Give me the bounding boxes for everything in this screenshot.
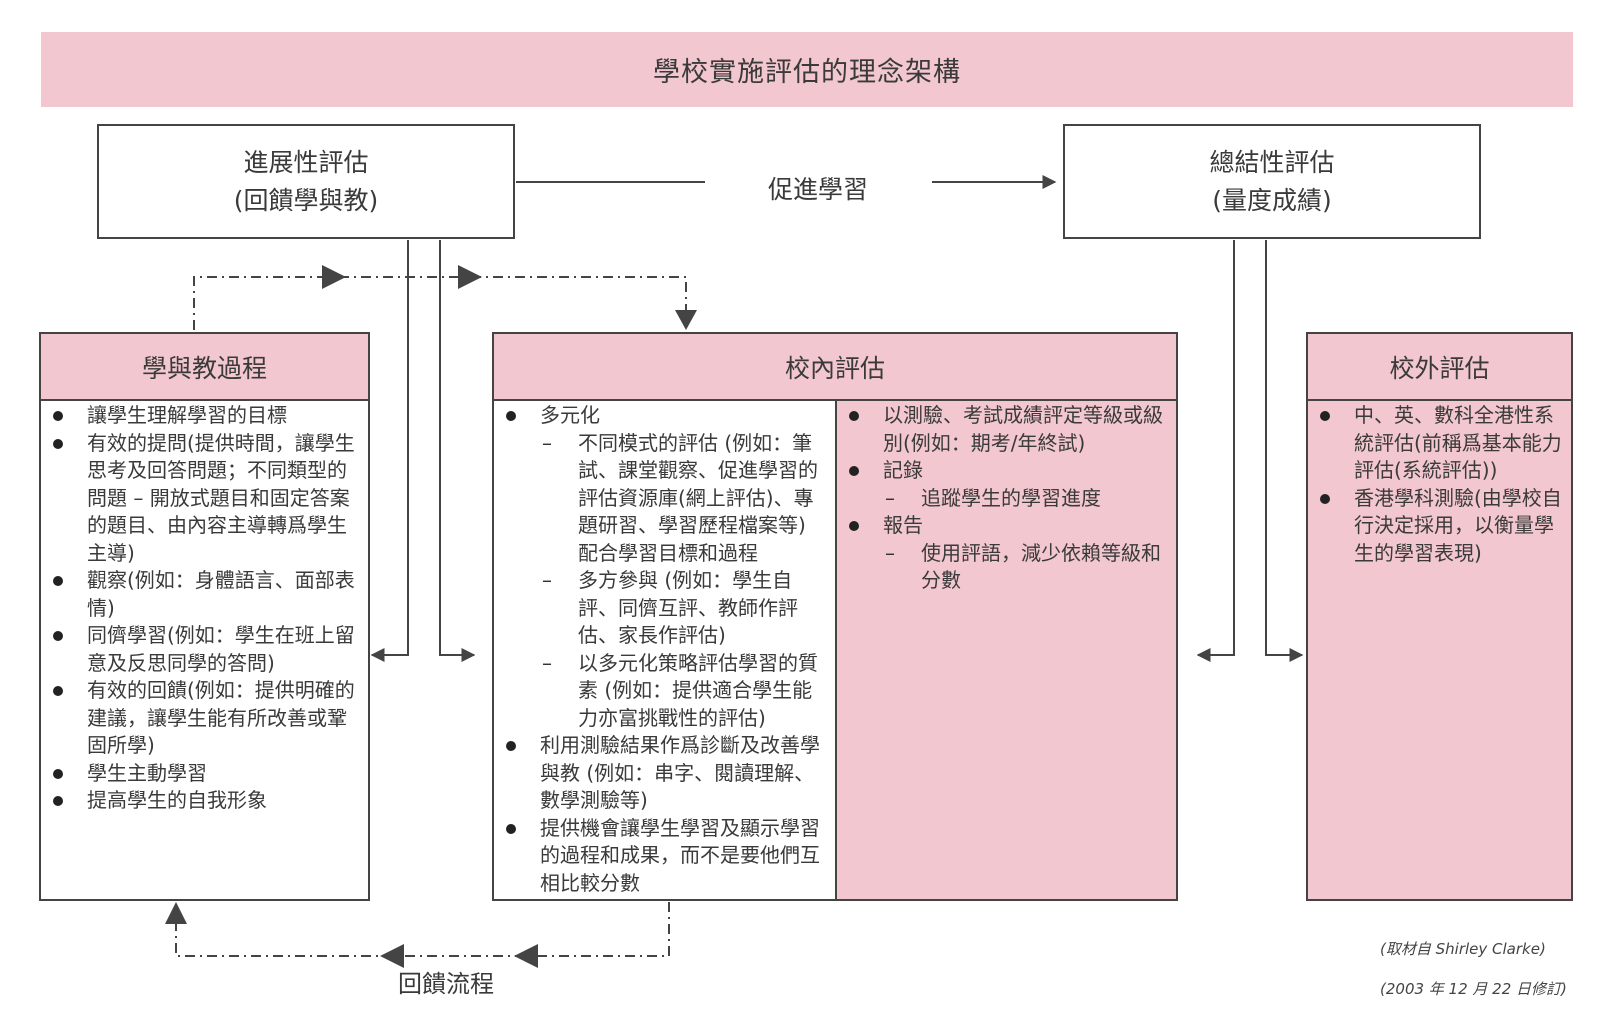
list-item: 同儕學習(例如：學生在班上留意及反思同學的答問) — [41, 622, 366, 677]
internal-formative-list: 多元化 不同模式的評估 (例如：筆試、課堂觀察、促進學習的評估資源庫(網上評估)… — [494, 402, 830, 897]
list-item: 有效的提問(提供時間，讓學生思考及回答問題；不同類型的問題 – 開放式題目和固定… — [41, 430, 366, 568]
feedback-dashdot-loop — [175, 902, 670, 957]
list-item: 報告 使用評語，減少依賴等級和分數 — [837, 512, 1173, 595]
list-item: 讓學生理解學習的目標 — [41, 402, 366, 430]
internal-assessment-panel: 校內評估 多元化 不同模式的評估 (例如：筆試、課堂觀察、促進學習的評估資源庫(… — [492, 332, 1178, 901]
list-item: 以測驗、考試成績評定等級或級別(例如：期考/年終試) — [837, 402, 1173, 457]
learning-teaching-panel: 學與教過程 讓學生理解學習的目標 有效的提問(提供時間，讓學生思考及回答問題；不… — [39, 332, 370, 901]
sub-item: 追蹤學生的學習進度 — [883, 485, 1173, 513]
list-item: 利用測驗結果作爲診斷及改善學與教 (例如：串字、閱讀理解、數學測驗等) — [494, 732, 830, 815]
diversified-sublist: 不同模式的評估 (例如：筆試、課堂觀察、促進學習的評估資源庫(網上評估)、專題研… — [540, 430, 830, 733]
list-item: 提高學生的自我形象 — [41, 787, 366, 815]
top-loop-arrowhead-down — [675, 310, 697, 330]
list-item: 有效的回饋(例如：提供明確的建議，讓學生能有所改善或鞏固所學) — [41, 677, 366, 760]
formative-to-teaching-arrow — [370, 240, 409, 662]
feedback-arrowhead-up — [165, 902, 187, 924]
feedback-process-label: 回饋流程 — [398, 970, 494, 998]
record-label: 記錄 — [883, 458, 923, 482]
learning-teaching-heading: 學與教過程 — [41, 334, 368, 401]
top-loop-arrowhead-2 — [458, 265, 482, 289]
top-loop-arrowhead-1 — [322, 265, 346, 289]
external-assessment-panel: 校外評估 中、英、數科全港性系統評估(前稱爲基本能力評估(系統評估)) 香港學科… — [1306, 332, 1573, 901]
top-dashdot-loop — [193, 276, 687, 330]
promote-learning-label: 促進學習 — [768, 175, 869, 204]
formative-title: 進展性評估 — [243, 147, 369, 177]
external-assessment-heading: 校外評估 — [1308, 334, 1571, 401]
formative-subtitle: (回饋學與教) — [233, 185, 379, 215]
list-item: 多元化 不同模式的評估 (例如：筆試、課堂觀察、促進學習的評估資源庫(網上評估)… — [494, 402, 830, 732]
record-sublist: 追蹤學生的學習進度 — [883, 485, 1173, 513]
learning-teaching-list: 讓學生理解學習的目標 有效的提問(提供時間，讓學生思考及回答問題；不同類型的問題… — [41, 402, 366, 815]
list-item: 觀察(例如：身體語言、面部表情) — [41, 567, 366, 622]
internal-assessment-heading: 校內評估 — [494, 334, 1176, 401]
list-item: 香港學科測驗(由學校自行決定採用，以衡量學生的學習表現) — [1308, 485, 1570, 568]
diagram-title: 學校實施評估的理念架構 — [41, 32, 1573, 107]
internal-summative-list: 以測驗、考試成績評定等級或級別(例如：期考/年終試) 記錄 追蹤學生的學習進度 … — [837, 402, 1173, 595]
sub-item: 多方參與 (例如：學生自評、同儕互評、教師作評估、家長作評估) — [540, 567, 830, 650]
feedback-arrowhead-2 — [380, 944, 404, 968]
list-item: 提供機會讓學生學習及顯示學習的過程和成果，而不是要他們互相比較分數 — [494, 815, 830, 898]
feedback-arrowhead-1 — [514, 944, 538, 968]
formative-to-internal-arrow — [439, 240, 476, 662]
summative-title: 總結性評估 — [1209, 147, 1335, 177]
report-label: 報告 — [883, 513, 923, 537]
source-note: (取材自 Shirley Clarke) — [1380, 940, 1546, 958]
revised-date-note: (2003 年 12 月 22 日修訂) — [1380, 980, 1567, 998]
sub-item: 使用評語，減少依賴等級和分數 — [883, 540, 1173, 595]
list-item: 中、英、數科全港性系統評估(前稱爲基本能力評估(系統評估)) — [1308, 402, 1570, 485]
summative-to-external-arrow — [1265, 240, 1304, 662]
external-list: 中、英、數科全港性系統評估(前稱爲基本能力評估(系統評估)) 香港學科測驗(由學… — [1308, 402, 1570, 567]
report-sublist: 使用評語，減少依賴等級和分數 — [883, 540, 1173, 595]
diversified-label: 多元化 — [540, 403, 600, 427]
sub-item: 不同模式的評估 (例如：筆試、課堂觀察、促進學習的評估資源庫(網上評估)、專題研… — [540, 430, 830, 568]
list-item: 學生主動學習 — [41, 760, 366, 788]
list-item: 記錄 追蹤學生的學習進度 — [837, 457, 1173, 512]
formative-assessment-box: 進展性評估 (回饋學與教) — [97, 124, 515, 239]
summative-assessment-box: 總結性評估 (量度成績) — [1063, 124, 1481, 239]
summative-to-internal-arrow — [1196, 240, 1235, 662]
summative-subtitle: (量度成績) — [1212, 185, 1332, 215]
sub-item: 以多元化策略評估學習的質素 (例如：提供適合學生能力亦富挑戰性的評估) — [540, 650, 830, 733]
